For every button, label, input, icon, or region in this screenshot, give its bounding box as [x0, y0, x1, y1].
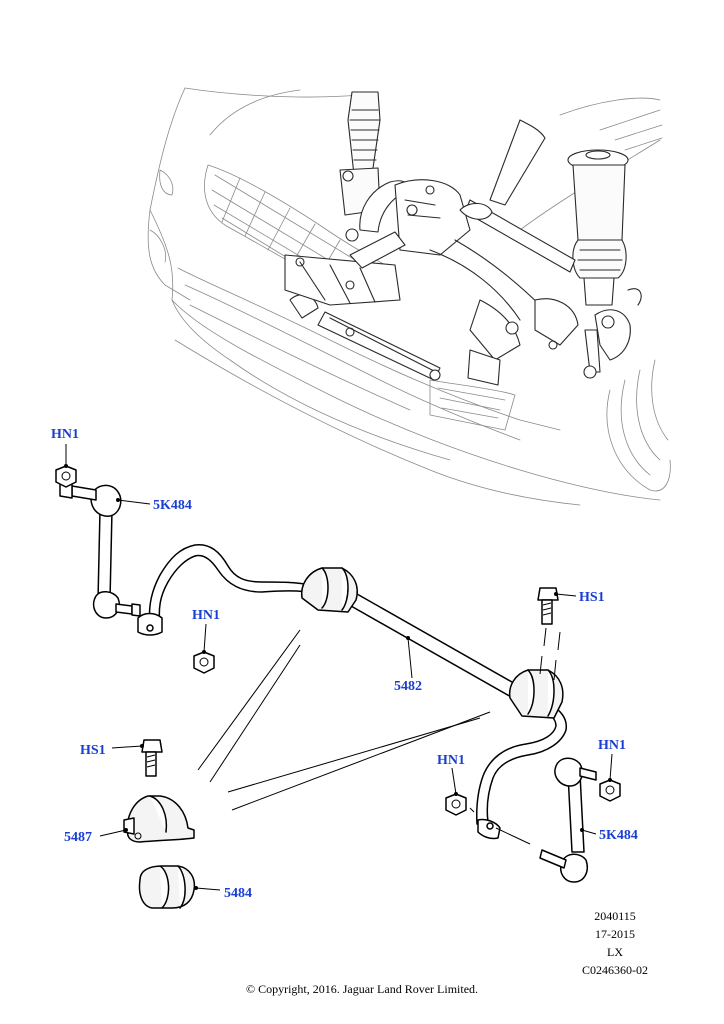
callout-hn1-center: HN1 — [437, 753, 465, 768]
reference-line-3: LX — [607, 945, 623, 959]
callout-hs1-right: HS1 — [579, 590, 605, 605]
callout-5k484-right: 5K484 — [599, 828, 638, 843]
drop-link-right — [539, 757, 597, 883]
exploded-view-lines — [197, 627, 561, 845]
nut-hn1-top — [55, 465, 77, 488]
clamp-bracket-5487 — [123, 795, 195, 843]
callout-5487: 5487 — [64, 830, 92, 845]
reference-line-4: C0246360-02 — [582, 963, 648, 977]
reference-line-1: 2040115 — [594, 909, 636, 923]
callout-hs1-left: HS1 — [80, 743, 106, 758]
callout-5484: 5484 — [224, 886, 252, 901]
callout-hn1-top: HN1 — [51, 427, 79, 442]
bolt-hs1-left — [141, 739, 163, 777]
nut-hn1-right — [599, 779, 621, 802]
fasteners — [55, 465, 621, 816]
callout-labels: HN1 5K484 HN1 5482 HS1 HS1 HN1 HN1 5487 … — [51, 427, 638, 901]
callout-5k484-left: 5K484 — [153, 498, 192, 513]
callout-leaders — [64, 444, 613, 891]
callout-5482: 5482 — [394, 679, 422, 694]
reference-line-2: 17-2015 — [595, 927, 635, 941]
copyright-notice: © Copyright, 2016. Jaguar Land Rover Lim… — [245, 982, 479, 996]
reference-block: 2040115 17-2015 LX C0246360-02 — [570, 909, 660, 981]
drop-link-left — [59, 481, 141, 619]
nut-hn1-mid — [193, 651, 215, 674]
nut-hn1-center — [445, 793, 467, 816]
bush-5484 — [138, 865, 196, 909]
callout-hn1-right: HN1 — [598, 738, 626, 753]
bolt-hs1-right — [537, 587, 559, 625]
vehicle-front-overview — [147, 87, 671, 506]
callout-hn1-mid: HN1 — [192, 608, 220, 623]
stabilizer-bar — [137, 544, 568, 840]
